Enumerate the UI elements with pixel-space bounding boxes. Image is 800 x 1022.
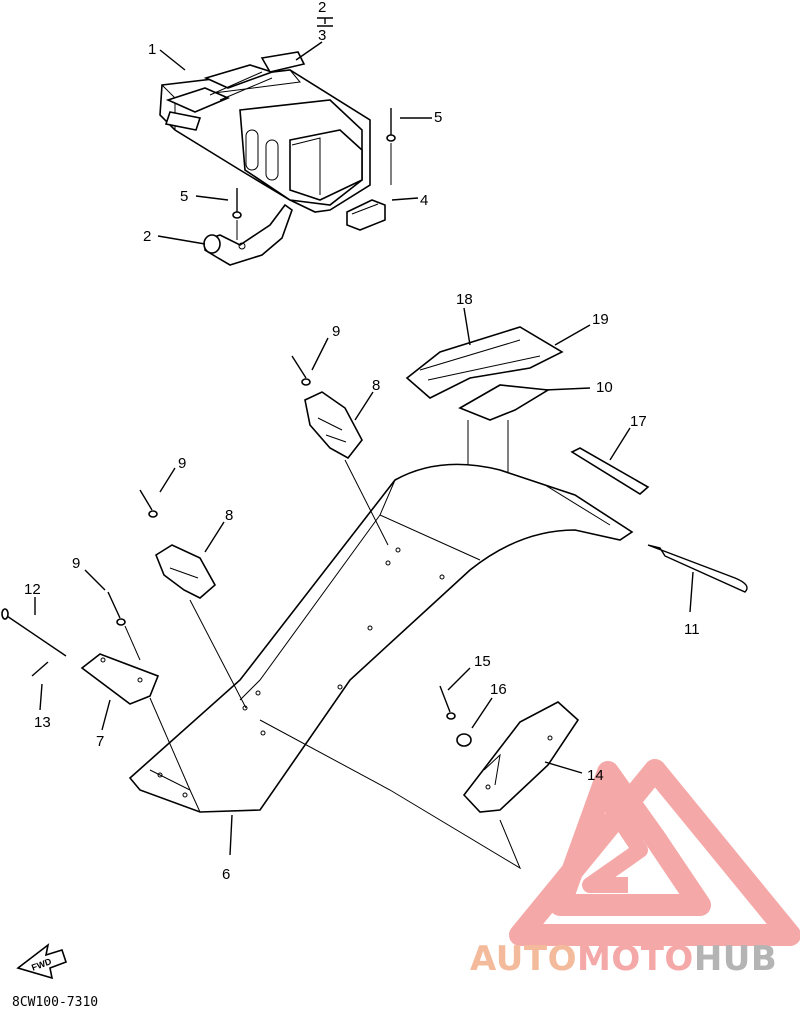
part-8-clip-lower [155,544,247,709]
callout-11: 11 [684,621,700,638]
logo-text-moto: MOTO [577,939,694,979]
callout-2-bottom: 2 [143,228,151,245]
part-15-screw [439,685,456,720]
part-12-bolt [1,608,67,657]
callout-8-upper: 8 [372,377,380,394]
callout-9-lower: 9 [72,555,80,572]
part-17-strip [570,447,650,495]
logo-text-auto: AUTO [470,939,577,979]
callout-19: 19 [592,311,609,328]
part-9-screw-c [107,591,141,661]
fwd-arrow: FWD [16,943,68,980]
part-5-screw-upper [386,108,396,185]
part-11-rod [647,544,748,593]
logo-text-hub: HUB [694,939,777,979]
part-9-screw-a [291,355,311,386]
part-2-bracket [203,203,293,266]
part-14-holder [462,701,580,813]
callout-7: 7 [96,733,104,750]
automotohub-logo: AUTOMOTOHUB [470,759,800,979]
callout-18: 18 [456,291,473,308]
callout-14: 14 [587,767,604,784]
callout-15: 15 [474,653,491,670]
callouts: 1 2 3 4 5 5 2 18 19 10 17 9 8 9 8 9 12 1… [24,0,700,883]
callout-2-top: 2 [318,0,326,16]
figure-code: 8CW100-7310 [12,995,98,1010]
callout-10: 10 [596,379,613,396]
part-9-screw-b [139,489,158,518]
callout-8-lower: 8 [225,507,233,524]
callout-9-mid: 9 [178,455,186,472]
callout-5-left: 5 [180,188,188,205]
callout-13: 13 [34,714,51,731]
callout-16: 16 [490,681,507,698]
callout-9-upper: 9 [332,323,340,340]
part-18-19-pad [405,326,564,399]
part-5-screw-lower [232,188,242,240]
part-13-pin [31,661,49,677]
callout-12: 12 [24,581,41,598]
callout-6: 6 [222,866,230,883]
callout-4: 4 [420,192,428,209]
part-1-tool-case [159,51,371,213]
callout-17: 17 [630,413,647,430]
part-4-clip [346,199,386,231]
part-16-nut [456,733,472,747]
logo-outer-triangle [509,759,800,946]
callout-3: 3 [318,27,326,44]
callout-5-right: 5 [434,109,442,126]
part-8-clip-upper [304,391,389,546]
svg-text:AUTOMOTOHUB: AUTOMOTOHUB [470,939,777,979]
callout-1: 1 [148,41,156,58]
logo-inner-mark [582,785,648,893]
part-6-rear-fender [128,463,634,813]
part-7-bracket [80,653,191,791]
